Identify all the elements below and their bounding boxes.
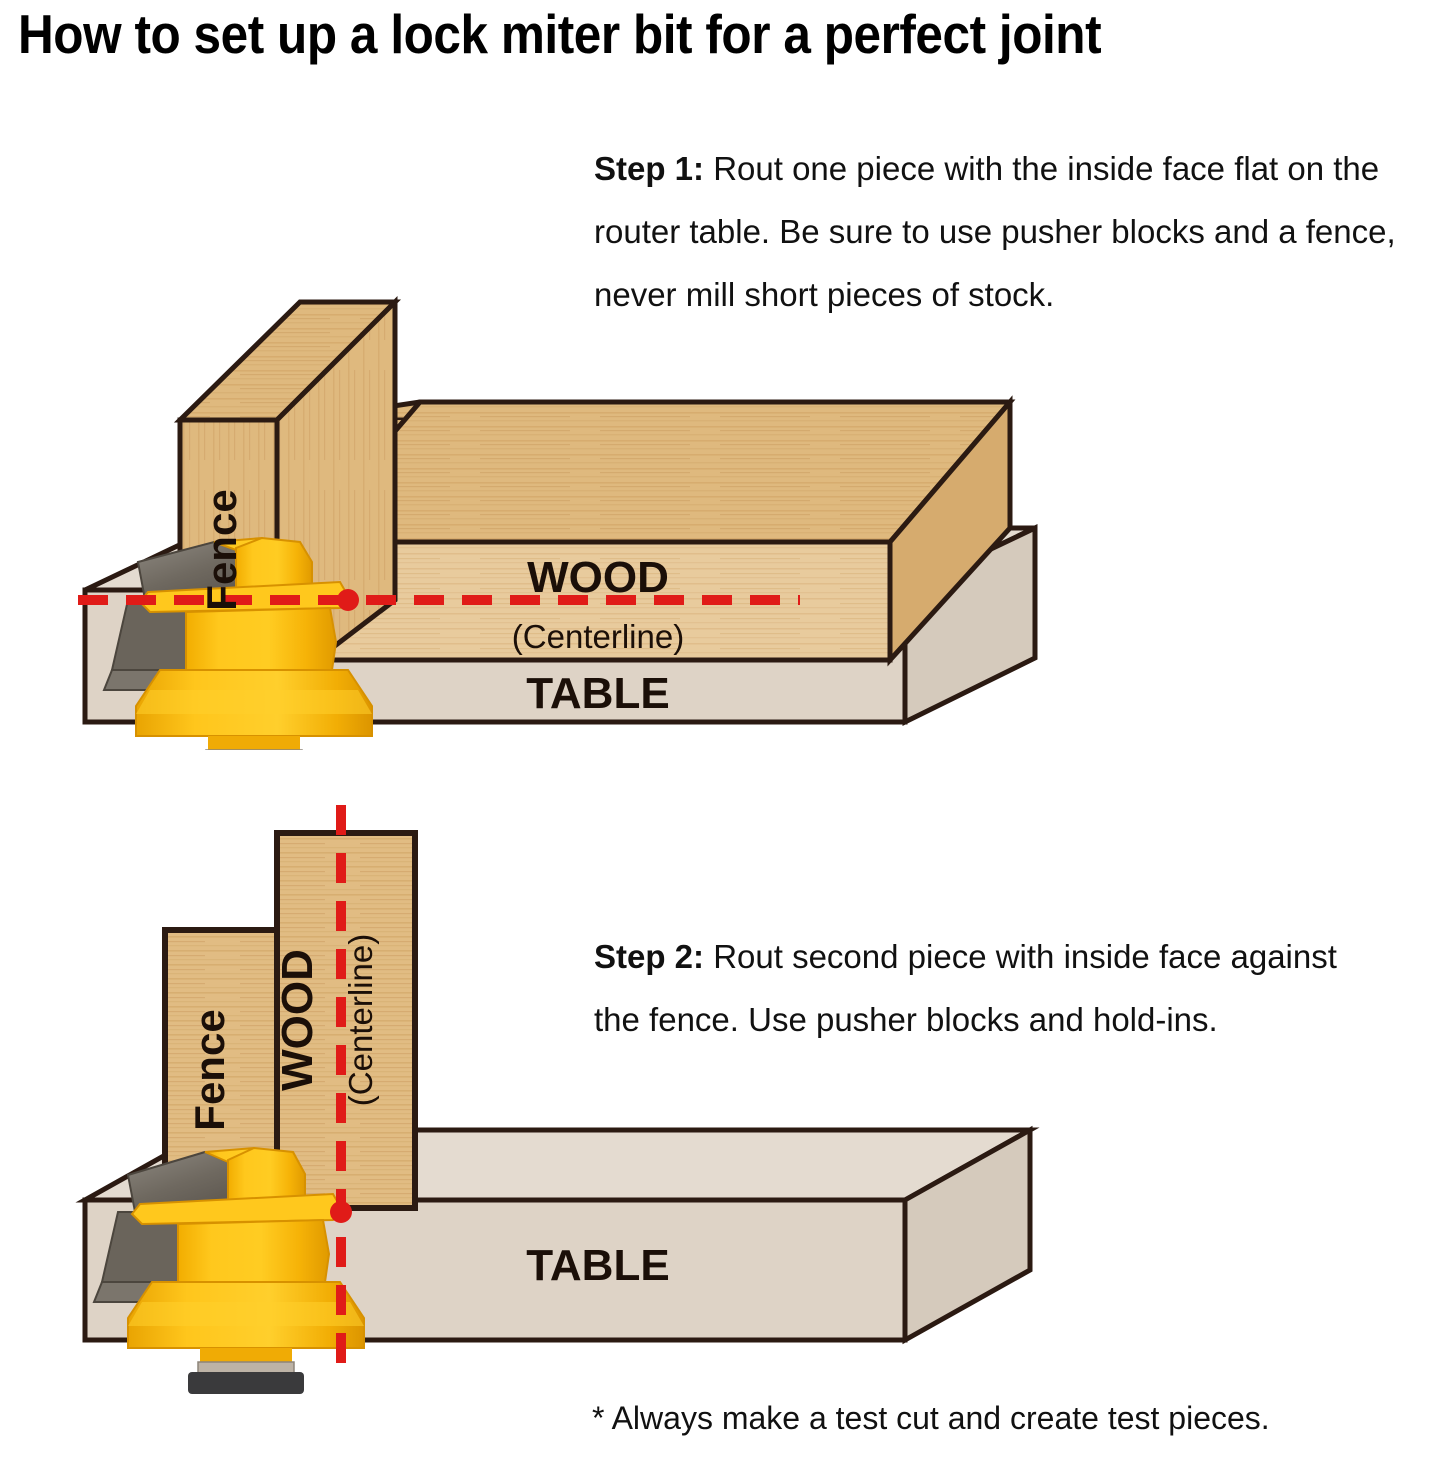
- centerline-label-2: (Centerline): [342, 934, 379, 1106]
- step-1-diagram: Fence WOOD (Centerline) TABLE: [78, 295, 1038, 750]
- step-2-label: Step 2:: [594, 938, 705, 975]
- step-1-body: Rout one piece with the inside face flat…: [594, 150, 1396, 313]
- page-title: How to set up a lock miter bit for a per…: [18, 3, 1102, 65]
- footnote-note: * Always make a test cut and create test…: [592, 1400, 1270, 1436]
- step-2-body: Rout second piece with inside face again…: [594, 938, 1337, 1038]
- fence-label-1: Fence: [198, 489, 245, 610]
- table-label-1: TABLE: [526, 669, 669, 718]
- centerline-label-1: (Centerline): [512, 618, 684, 655]
- step-2-instruction: Step 2: Rout second piece with inside fa…: [594, 925, 1384, 1051]
- step-2-diagram: Fence WOOD (Centerline) TABLE: [75, 805, 1040, 1394]
- wood-label-1: WOOD: [527, 553, 669, 602]
- table-label-2: TABLE: [526, 1241, 669, 1290]
- step-1-instruction: Step 1: Rout one piece with the inside f…: [594, 137, 1409, 326]
- lock-miter-router-bit-1: [102, 536, 373, 750]
- wood-label-2: WOOD: [273, 949, 322, 1091]
- lock-miter-router-bit-2: [92, 1146, 365, 1394]
- step-1-label: Step 1:: [594, 150, 705, 187]
- fence-label-2: Fence: [186, 1009, 233, 1130]
